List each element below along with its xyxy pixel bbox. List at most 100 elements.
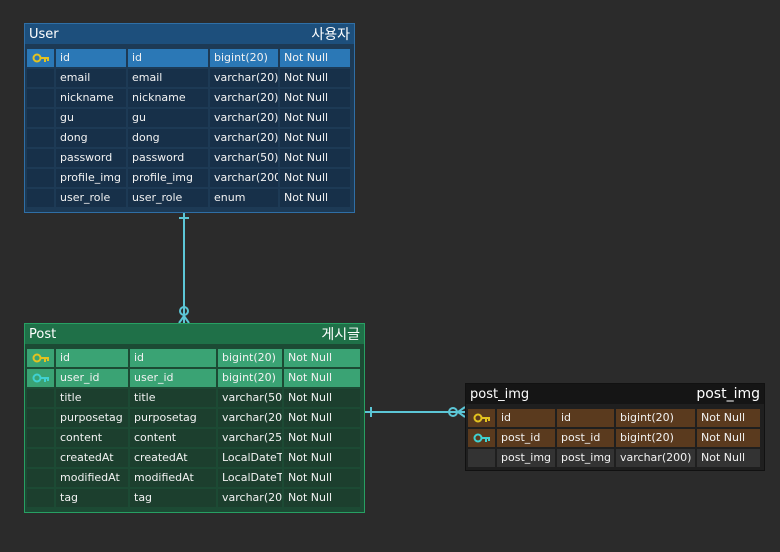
pk-key-icon bbox=[27, 349, 54, 367]
column-nullable: Not Null bbox=[697, 409, 760, 427]
entity-logical-name: 게시글 bbox=[321, 327, 360, 343]
column-logical-name: tag bbox=[130, 489, 216, 507]
column-nullable: Not Null bbox=[280, 109, 350, 127]
column-logical-name: user_role bbox=[128, 189, 208, 207]
fk-key-icon bbox=[27, 369, 54, 387]
column-name: dong bbox=[56, 129, 126, 147]
column-type: varchar(50) bbox=[218, 389, 282, 407]
column-type: enum bbox=[210, 189, 278, 207]
column-logical-name: dong bbox=[128, 129, 208, 147]
column-type: bigint(20) bbox=[218, 349, 282, 367]
key-cell bbox=[27, 69, 54, 87]
column-logical-name: post_id bbox=[557, 429, 614, 447]
key-cell bbox=[27, 469, 54, 487]
column-logical-name: id bbox=[557, 409, 614, 427]
column-name: createdAt bbox=[56, 449, 128, 467]
key-cell bbox=[468, 449, 495, 467]
column-nullable: Not Null bbox=[697, 429, 760, 447]
column-type: varchar(20) bbox=[210, 69, 278, 87]
entity-header[interactable]: post_img post_img bbox=[466, 384, 764, 404]
column-logical-name: purposetag bbox=[130, 409, 216, 427]
column-logical-name: title bbox=[130, 389, 216, 407]
entity-logical-name: post_img bbox=[696, 386, 760, 402]
pk-key-icon bbox=[468, 409, 495, 427]
entity-header[interactable]: User 사용자 bbox=[25, 24, 354, 44]
entity-header[interactable]: Post 게시글 bbox=[25, 324, 364, 344]
column-logical-name: modifiedAt bbox=[130, 469, 216, 487]
column-type: LocalDateTime bbox=[218, 469, 282, 487]
key-cell bbox=[27, 109, 54, 127]
entity-name: post_img bbox=[470, 386, 530, 402]
column-nullable: Not Null bbox=[284, 389, 360, 407]
column-name: id bbox=[497, 409, 555, 427]
column-type: bigint(20) bbox=[210, 49, 278, 67]
column-nullable: Not Null bbox=[697, 449, 760, 467]
column-type: bigint(20) bbox=[218, 369, 282, 387]
column-type: varchar(20) bbox=[210, 129, 278, 147]
column-nullable: Not Null bbox=[280, 89, 350, 107]
column-type: varchar(50) bbox=[210, 149, 278, 167]
column-nullable: Not Null bbox=[284, 489, 360, 507]
column-nullable: Not Null bbox=[280, 189, 350, 207]
column-row[interactable]: modifiedAtmodifiedAtLocalDateTimeNot Nul… bbox=[27, 468, 362, 488]
column-nullable: Not Null bbox=[280, 49, 350, 67]
entity-name: Post bbox=[29, 326, 57, 342]
column-name: id bbox=[56, 349, 128, 367]
key-cell bbox=[27, 189, 54, 207]
column-logical-name: gu bbox=[128, 109, 208, 127]
column-name: tag bbox=[56, 489, 128, 507]
column-name: modifiedAt bbox=[56, 469, 128, 487]
column-logical-name: profile_img bbox=[128, 169, 208, 187]
key-cell bbox=[27, 169, 54, 187]
relationship-user-post[interactable] bbox=[178, 213, 190, 324]
column-nullable: Not Null bbox=[280, 69, 350, 87]
key-cell bbox=[27, 129, 54, 147]
column-nullable: Not Null bbox=[280, 169, 350, 187]
relationship-post-postimg[interactable] bbox=[365, 406, 466, 418]
key-cell bbox=[27, 429, 54, 447]
column-name: gu bbox=[56, 109, 126, 127]
column-name: purposetag bbox=[56, 409, 128, 427]
column-logical-name: password bbox=[128, 149, 208, 167]
column-nullable: Not Null bbox=[284, 349, 360, 367]
key-cell bbox=[27, 389, 54, 407]
column-row[interactable]: createdAtcreatedAtLocalDateTimeNot Null bbox=[27, 448, 362, 468]
column-name: content bbox=[56, 429, 128, 447]
column-name: title bbox=[56, 389, 128, 407]
column-nullable: Not Null bbox=[280, 149, 350, 167]
column-logical-name: nickname bbox=[128, 89, 208, 107]
column-logical-name: createdAt bbox=[130, 449, 216, 467]
column-nullable: Not Null bbox=[284, 469, 360, 487]
column-name: id bbox=[56, 49, 126, 67]
column-type: LocalDateTime bbox=[218, 449, 282, 467]
key-cell bbox=[27, 449, 54, 467]
column-nullable: Not Null bbox=[280, 129, 350, 147]
column-type: varchar(20) bbox=[218, 409, 282, 427]
column-type: varchar(200) bbox=[210, 169, 278, 187]
fk-key-icon bbox=[468, 429, 495, 447]
